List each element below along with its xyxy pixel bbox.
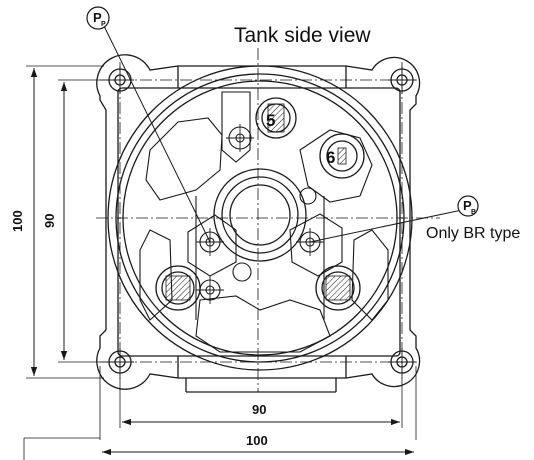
port-pb-subscript: B (471, 209, 476, 216)
dim-vertical-inner: 90 (42, 214, 57, 228)
port-pp-callout (86, 6, 110, 30)
port-pb-letter: P (463, 198, 472, 213)
port-6-label: 6 (326, 148, 335, 167)
port-6-plug (319, 133, 365, 179)
center-lines (96, 48, 440, 392)
dim-horizontal-inner: 90 (252, 402, 266, 417)
port-plug-lower-left (155, 265, 201, 311)
leader-line-pp (103, 25, 211, 243)
port-pb-callout (457, 195, 479, 217)
port-pp-subscript: P (101, 21, 106, 28)
port-pp-letter: P (93, 10, 102, 25)
dim-horizontal-outer: 100 (246, 433, 268, 448)
internal-passages (139, 91, 389, 353)
view-title: Tank side view (234, 24, 371, 47)
dim-vertical-outer: 100 (10, 210, 25, 232)
br-type-note: Only BR type (426, 225, 520, 242)
leader-line-pb (309, 209, 463, 243)
port-plug-lower-right (315, 265, 361, 311)
flange-body (96, 54, 421, 393)
center-boss (213, 168, 307, 262)
port-5-label: 5 (266, 111, 275, 130)
